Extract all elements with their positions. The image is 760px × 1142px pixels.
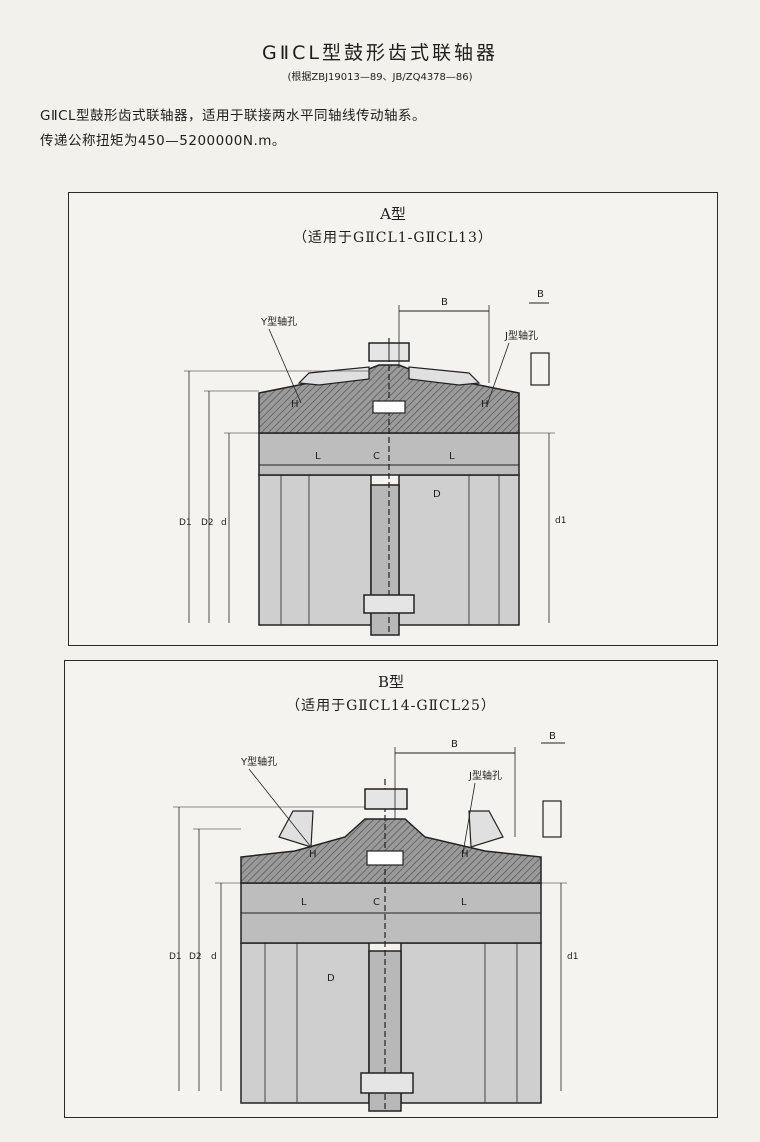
label-d-small: d bbox=[221, 518, 227, 528]
label-c: C bbox=[373, 451, 380, 462]
label-d1-right: d1 bbox=[555, 516, 566, 526]
left-hub-body bbox=[258, 474, 372, 626]
label-d2: D2 bbox=[189, 952, 202, 962]
right-hub-body bbox=[400, 942, 542, 1104]
label-j-hole: J型轴孔 bbox=[468, 769, 502, 782]
label-d2: D2 bbox=[201, 518, 214, 528]
left-hub-body bbox=[240, 942, 370, 1104]
intro-line-1: GⅡCL型鼓形齿式联轴器，适用于联接两水平同轴线传动轴系。 bbox=[40, 108, 427, 124]
label-l-right: L bbox=[461, 897, 467, 908]
label-l-left: L bbox=[301, 897, 307, 908]
label-d-small: d bbox=[211, 952, 217, 962]
page-title: GⅡCL型鼓形齿式联轴器 bbox=[262, 42, 498, 64]
bottom-bolt-nut bbox=[360, 1072, 414, 1094]
label-l-left: L bbox=[315, 451, 321, 462]
label-l-right: L bbox=[449, 451, 455, 462]
coupling-drawing-b: H H L C L D B B Y型轴孔 J型轴孔 D1 D2 d d1 bbox=[169, 731, 578, 1112]
label-b-small: B bbox=[537, 289, 544, 300]
label-d1-right: d1 bbox=[567, 952, 578, 962]
label-d-center: D bbox=[433, 489, 441, 500]
center-bolt bbox=[372, 400, 406, 414]
label-b: B bbox=[441, 297, 448, 308]
right-hub-body bbox=[398, 474, 520, 626]
center-bolt bbox=[366, 850, 404, 866]
bottom-bolt-nut bbox=[363, 594, 415, 614]
type-a-title: A型 bbox=[380, 205, 406, 223]
label-d-center: D bbox=[327, 973, 335, 984]
label-h-right: H bbox=[481, 399, 489, 410]
label-h-left: H bbox=[309, 849, 317, 860]
label-d1: D1 bbox=[169, 952, 182, 962]
label-y-hole: Y型轴孔 bbox=[240, 755, 277, 768]
intro-text: GⅡCL型鼓形齿式联轴器，适用于联接两水平同轴线传动轴系。 传递公称扭矩为450… bbox=[40, 104, 426, 154]
label-y-hole: Y型轴孔 bbox=[260, 315, 297, 328]
standard-reference: (根据ZBJ19013—89、JB/ZQ4378—86) bbox=[287, 72, 473, 83]
label-b-small: B bbox=[549, 731, 556, 742]
label-c: C bbox=[373, 897, 380, 908]
drawing-type-a: A型 （适用于GⅡCL1-GⅡCL13） H H bbox=[68, 192, 718, 646]
label-h-right: H bbox=[461, 849, 469, 860]
top-bolt-nut bbox=[364, 788, 408, 810]
intro-line-2: 传递公称扭矩为450—5200000N.m。 bbox=[40, 133, 286, 149]
type-b-range: （适用于GⅡCL14-GⅡCL25） bbox=[286, 698, 496, 714]
label-d1: D1 bbox=[179, 518, 192, 528]
label-j-hole: J型轴孔 bbox=[504, 329, 538, 342]
label-h-left: H bbox=[291, 399, 299, 410]
type-a-range: （适用于GⅡCL1-GⅡCL13） bbox=[293, 230, 493, 246]
drawing-type-b: B型 （适用于GⅡCL14-GⅡCL25） H H L C L D bbox=[64, 660, 718, 1118]
label-b: B bbox=[451, 739, 458, 750]
type-b-title: B型 bbox=[377, 673, 405, 691]
coupling-drawing-a: H H L C L D B B Y型轴孔 J型轴孔 D1 D2 d d1 bbox=[179, 289, 566, 636]
